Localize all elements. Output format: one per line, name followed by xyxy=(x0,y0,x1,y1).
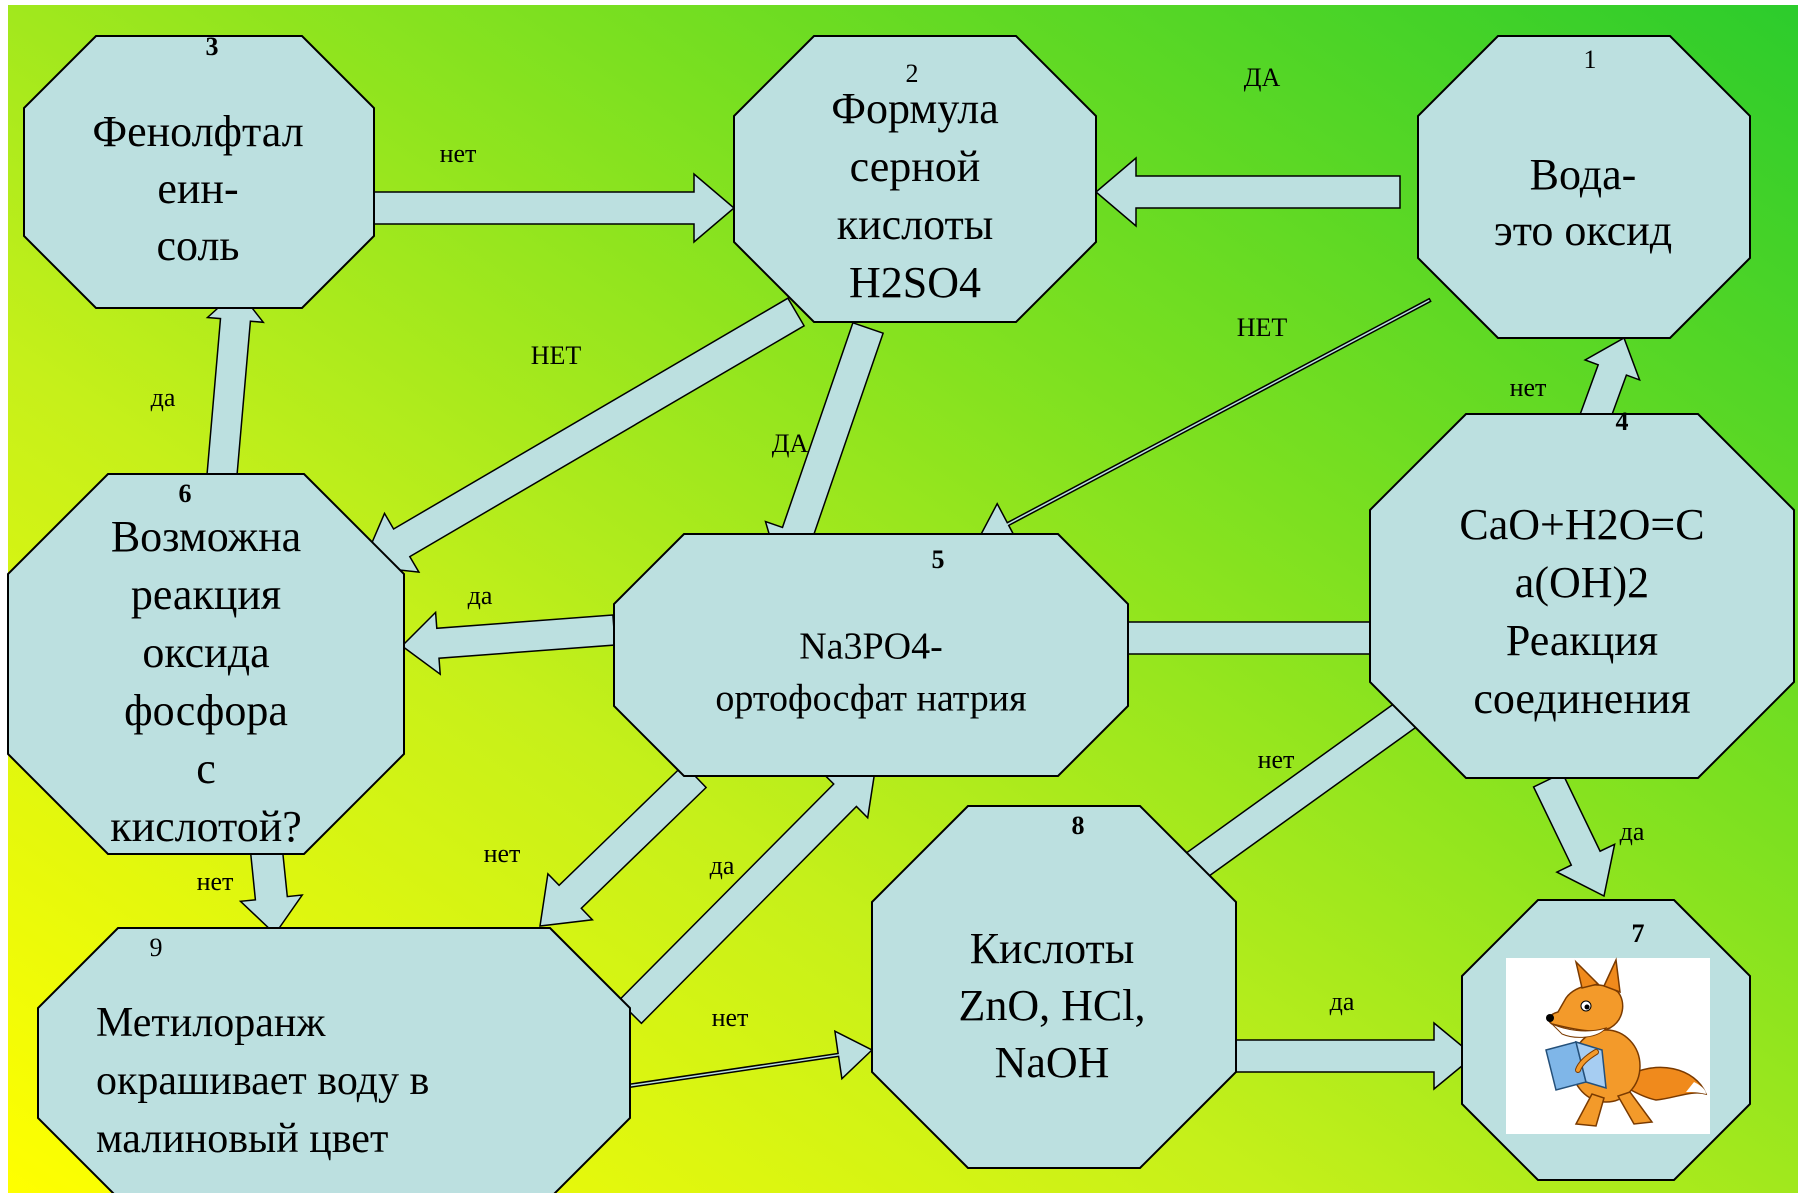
edge-label-8-7: да xyxy=(1330,987,1355,1016)
node-6-text-line: оксида xyxy=(142,628,269,677)
node-3-text-line: Фенолфтал xyxy=(92,107,303,156)
arrow-4-7 xyxy=(1532,771,1616,898)
edge-5-9 xyxy=(539,763,708,927)
node-9-text-line: малиновый цвет xyxy=(96,1116,388,1162)
node-6-octagon xyxy=(7,473,405,855)
node-3-text-line: соль xyxy=(157,221,240,270)
node-4-text-line: a(OH)2 xyxy=(1515,558,1649,607)
node-5-octagon xyxy=(613,533,1129,777)
edge-4-7 xyxy=(1532,771,1616,898)
edges-layer xyxy=(204,156,1641,1091)
edge-label-5-9: нет xyxy=(484,839,521,868)
arrow-5-9 xyxy=(539,763,708,927)
node-8-number: 8 xyxy=(1072,811,1085,840)
arrow-3-2 xyxy=(373,172,736,244)
node-4-number: 4 xyxy=(1616,407,1629,436)
edge-9-8 xyxy=(626,1029,874,1089)
node-6-text-line: фосфора xyxy=(124,686,288,735)
node-2-octagon xyxy=(733,35,1097,323)
node-2-text-line: кислоты xyxy=(837,200,994,249)
node-4-octagon xyxy=(1369,413,1795,779)
node-4-text-line: Реакция xyxy=(1506,616,1658,665)
edge-8-7 xyxy=(1235,1021,1476,1091)
node-8-text-line: Кислоты xyxy=(970,924,1135,973)
arrow-1-2 xyxy=(1094,156,1401,228)
node-7-number: 7 xyxy=(1632,919,1645,948)
edge-3-2 xyxy=(373,172,736,244)
edge-1-2 xyxy=(1094,156,1401,228)
fox-reading-book-icon xyxy=(1506,957,1710,1134)
node-1-text-line: это оксид xyxy=(1494,206,1672,255)
node-9-text-line: окрашивает воду в xyxy=(96,1058,429,1104)
arrow-8-7 xyxy=(1235,1021,1476,1091)
node-1-text-line: Вода- xyxy=(1530,150,1637,199)
node-4-text-line: соединения xyxy=(1473,674,1690,723)
node-6-text-line: Возможна xyxy=(111,512,301,561)
node-6-text-line: реакция xyxy=(131,570,281,619)
edge-label-9-5: да xyxy=(710,851,735,880)
node-8-text-line: ZnO, HCl, xyxy=(959,981,1146,1030)
edge-label-2-5: ДА xyxy=(772,429,809,458)
node-6-text-line: кислотой? xyxy=(110,802,302,851)
node-6-number: 6 xyxy=(179,479,192,508)
node-4-text-line: CaO+H2O=C xyxy=(1459,500,1704,549)
edge-label-9-8: нет xyxy=(712,1003,749,1032)
arrow-9-8 xyxy=(626,1029,874,1089)
edge-5-6 xyxy=(400,610,616,676)
node-8-text-line: NaOH xyxy=(995,1038,1110,1087)
edge-label-4-7: да xyxy=(1620,817,1645,846)
node-2-text-line: H2SO4 xyxy=(849,258,981,307)
node-3-octagon xyxy=(23,35,375,309)
edge-label-4-1: нет xyxy=(1510,373,1547,402)
node-2-text-line: Формула xyxy=(831,84,999,133)
node-5-text-line: ортофосфат натрия xyxy=(715,677,1026,719)
edge-label-3-2: нет xyxy=(440,139,477,168)
edge-label-1-2: ДА xyxy=(1244,63,1281,92)
node-7: 7 xyxy=(1461,899,1751,1181)
edge-label-8-4: нет xyxy=(1258,745,1295,774)
node-3-text-line: еин- xyxy=(157,164,238,213)
edge-label-6-3: да xyxy=(151,383,176,412)
node-9-text-line: Метилоранж xyxy=(96,1000,326,1046)
arrow-5-6 xyxy=(400,610,616,676)
node-6-text-line: с xyxy=(196,744,216,793)
node-3-number: 3 xyxy=(206,32,219,61)
edge-label-2-6: НЕТ xyxy=(531,341,582,370)
node-9-number: 9 xyxy=(150,933,163,962)
node-8-octagon xyxy=(871,805,1237,1169)
edge-label-5-6: да xyxy=(468,581,493,610)
node-2-text-line: серной xyxy=(850,142,981,191)
node-5-text-line: Na3PO4- xyxy=(799,625,943,667)
edge-label-6-9: нет xyxy=(197,867,234,896)
node-9-octagon xyxy=(37,927,631,1193)
node-1-octagon xyxy=(1417,35,1751,339)
node-1-number: 1 xyxy=(1584,45,1597,74)
node-2-number: 2 xyxy=(906,59,919,88)
edge-label-1-5: НЕТ xyxy=(1237,313,1288,342)
node-5-number: 5 xyxy=(932,545,945,574)
